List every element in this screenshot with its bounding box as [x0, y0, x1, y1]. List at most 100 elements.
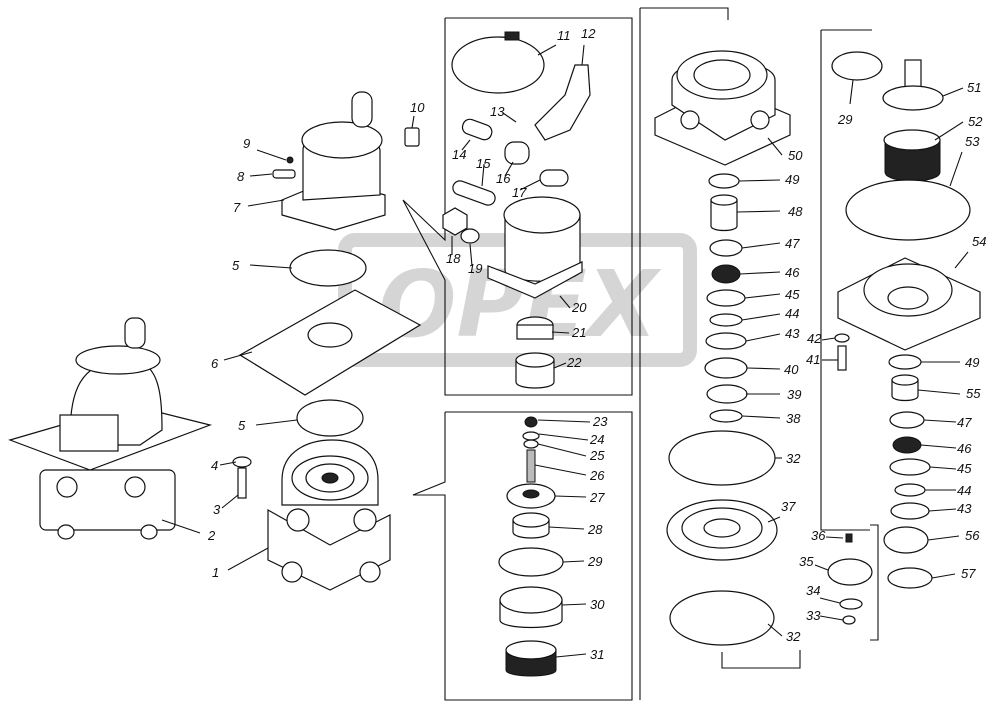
- callout-label-20: 20: [571, 300, 587, 315]
- callout-label-26: 26: [589, 468, 605, 483]
- callout-label-32: 32: [786, 629, 801, 644]
- callout-leader-1: [227, 547, 269, 571]
- callout-label-21: 21: [571, 325, 586, 340]
- callout-label-47: 47: [785, 236, 800, 251]
- callout-label-45: 45: [785, 287, 800, 302]
- callout-leader-2: [161, 519, 201, 534]
- inset-parts-11-22: [442, 31, 591, 389]
- callout-leader-25: [537, 443, 587, 457]
- callout-label-51: 51: [967, 80, 981, 95]
- callout-label-38: 38: [786, 411, 801, 426]
- callout-leader-54: [954, 251, 969, 269]
- callout-leader-11: [537, 44, 557, 56]
- callout-label-8: 8: [237, 169, 245, 184]
- callout-label-39: 39: [787, 387, 801, 402]
- callout-label-25: 25: [589, 448, 605, 463]
- callout-leader-43: [745, 333, 781, 342]
- group-frames: [402, 7, 879, 701]
- callout-label-12: 12: [581, 26, 596, 41]
- callout-leader-4: [219, 461, 237, 466]
- callout-label-17: 17: [512, 185, 527, 200]
- column-parts-23-31: [498, 416, 564, 677]
- callout-label-44: 44: [785, 306, 799, 321]
- callout-label-29: 29: [587, 554, 602, 569]
- callout-label-5: 5: [238, 418, 246, 433]
- callout-label-3: 3: [213, 502, 221, 517]
- callout-leader-36: [825, 536, 844, 539]
- callout-label-22: 22: [566, 355, 582, 370]
- washer-4: [232, 456, 252, 468]
- callout-label-45: 45: [957, 461, 972, 476]
- callout-label-31: 31: [590, 647, 604, 662]
- callout-leader-49: [738, 179, 781, 182]
- callout-leader-42: [821, 337, 836, 341]
- cover-assembly-7: [281, 91, 386, 231]
- callout-label-34: 34: [806, 583, 820, 598]
- callout-leader-13: [502, 112, 517, 123]
- callout-label-11: 11: [557, 28, 571, 43]
- callout-label-5: 5: [232, 258, 240, 273]
- callout-leader-5: [249, 264, 293, 269]
- assembled-valve-with-cover: [8, 317, 213, 540]
- callout-label-43: 43: [957, 501, 972, 516]
- callout-label-10: 10: [410, 100, 425, 115]
- callout-label-46: 46: [785, 265, 800, 280]
- callout-leader-37: [767, 516, 781, 523]
- callout-label-2: 2: [207, 528, 216, 543]
- callout-leader-31: [555, 653, 587, 658]
- callout-leader-47: [741, 242, 781, 249]
- callout-leader-27: [554, 495, 587, 498]
- callout-label-28: 28: [587, 522, 603, 537]
- callout-label-36: 36: [811, 528, 826, 543]
- callout-leader-20: [559, 295, 571, 309]
- callout-label-29: 29: [837, 112, 852, 127]
- callout-leader-35: [814, 564, 829, 571]
- callout-leader-52: [934, 121, 964, 141]
- callout-leader-29: [562, 560, 585, 563]
- callout-leader-43: [928, 508, 957, 512]
- callout-leader-29: [849, 79, 854, 105]
- callout-leader-7: [247, 199, 285, 207]
- callout-leader-46: [739, 271, 781, 275]
- callout-label-35: 35: [799, 554, 814, 569]
- callout-leader-12: [581, 44, 585, 66]
- callout-label-49: 49: [965, 355, 979, 370]
- callout-leader-38: [741, 415, 781, 419]
- callout-leader-22: [553, 362, 567, 369]
- callout-leader-9: [256, 149, 287, 161]
- callout-label-47: 47: [957, 415, 972, 430]
- callout-label-19: 19: [468, 261, 482, 276]
- callout-leader-8: [249, 173, 273, 177]
- callout-label-6: 6: [211, 356, 219, 371]
- callout-leader-15: [481, 163, 485, 187]
- callout-label-57: 57: [961, 566, 976, 581]
- callout-leader-33: [819, 615, 844, 621]
- callout-label-30: 30: [590, 597, 605, 612]
- callout-leader-48: [736, 210, 781, 213]
- callout-label-40: 40: [784, 362, 799, 377]
- callout-leader-32: [767, 623, 783, 637]
- callout-leader-47: [923, 419, 957, 423]
- bolt-3: [237, 467, 247, 499]
- callout-label-37: 37: [781, 499, 796, 514]
- callout-leader-5: [255, 419, 298, 426]
- plug-10: [404, 127, 420, 147]
- callout-label-16: 16: [496, 171, 511, 186]
- callout-leader-28: [548, 526, 585, 530]
- callout-leader-50: [767, 137, 783, 156]
- callout-leader-21: [551, 331, 570, 334]
- callout-label-56: 56: [965, 528, 980, 543]
- callout-leader-45: [929, 466, 957, 470]
- callout-label-52: 52: [968, 114, 983, 129]
- callout-leader-16: [504, 161, 514, 177]
- callout-label-50: 50: [788, 148, 803, 163]
- callout-label-14: 14: [452, 147, 466, 162]
- callout-label-55: 55: [966, 386, 981, 401]
- callout-leader-53: [949, 151, 963, 187]
- callout-label-48: 48: [788, 204, 803, 219]
- callout-label-1: 1: [212, 565, 219, 580]
- callout-label-23: 23: [592, 414, 608, 429]
- callout-leader-19: [469, 243, 473, 267]
